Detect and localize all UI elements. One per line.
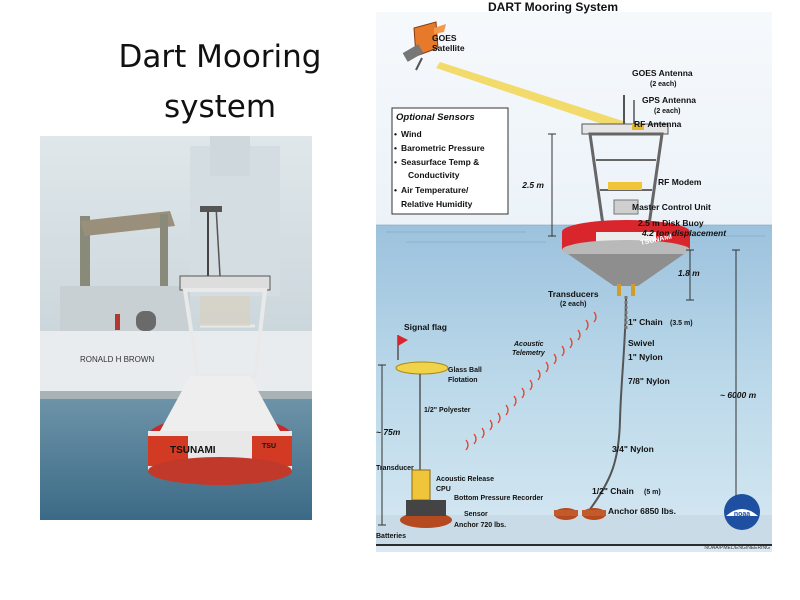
satellite-sub: Satellite: [432, 43, 465, 53]
label-flotation: Flotation: [448, 377, 478, 384]
photo-buoy-label: TSUNAMI: [170, 445, 216, 456]
label-disk-buoy: 2.5 m Disk Buoy: [638, 218, 704, 228]
noaa-logo: noaa: [724, 494, 760, 530]
label-master-control: Master Control Unit: [632, 202, 711, 212]
label-depth-75: ~ 75m: [376, 427, 401, 437]
label-displacement: 4.2 ton displacement: [641, 228, 727, 238]
label-chain-bottom: 1/2" Chain: [592, 486, 634, 496]
diagram-credit: NOAA/PMEL/ENGINEERING: [704, 545, 770, 551]
label-goes-antenna-count: (2 each): [650, 81, 676, 88]
label-batteries: Batteries: [376, 533, 406, 540]
label-transducers: Transducers: [548, 289, 599, 299]
mooring-diagram-graphic: DART Mooring System GOES Satellite Optio…: [376, 0, 772, 552]
diagram-sea: [376, 225, 772, 545]
noaa-logo-text: noaa: [734, 511, 750, 518]
label-glass-ball: Glass Ball: [448, 367, 482, 374]
label-swivel: Swivel: [628, 338, 654, 348]
label-telemetry: Telemetry: [512, 350, 546, 357]
label-polyester: 1/2" Polyester: [424, 407, 471, 414]
label-depth-18: 1.8 m: [678, 268, 700, 278]
label-chain-top-size: (3.5 m): [670, 320, 693, 327]
label-anchor-main: Anchor 6850 lbs.: [608, 506, 676, 516]
dart-mooring-diagram: DART Mooring System GOES Satellite Optio…: [376, 0, 772, 552]
buoy-photo-graphic: RONALD H BROWN TSUNAMI TSU: [40, 136, 312, 520]
label-acoustic: Acoustic: [513, 341, 544, 348]
label-transducer: Transducer: [376, 465, 414, 472]
label-chain-top: 1" Chain: [628, 317, 663, 327]
label-transducers-count: (2 each): [560, 301, 586, 308]
sensor-bullet-3: •: [394, 157, 397, 167]
sensor-bullet-2: •: [394, 143, 397, 153]
slide-title: Dart Mooring system: [60, 32, 380, 132]
diagram-title: DART Mooring System: [488, 0, 618, 14]
label-bpr: Bottom Pressure Recorder: [454, 495, 543, 502]
sensor-item-conductivity: Conductivity: [408, 170, 460, 180]
label-gps-antenna: GPS Antenna: [642, 95, 696, 105]
buoy-photo: RONALD H BROWN TSUNAMI TSU: [40, 136, 312, 520]
sensor-item-seasurface: Seasurface Temp &: [401, 157, 479, 167]
sensor-item-humidity: Relative Humidity: [401, 199, 473, 209]
sensor-bullet-1: •: [394, 129, 397, 139]
label-rf-antenna: RF Antenna: [634, 119, 682, 129]
sensor-bullet-4: •: [394, 185, 397, 195]
ship-name: RONALD H BROWN: [80, 355, 154, 364]
photo-buoy-label-side: TSU: [262, 443, 276, 450]
label-height-tower: 2.5 m: [521, 180, 544, 190]
label-anchor-bpr: Anchor 720 lbs.: [454, 522, 506, 529]
label-sensor: Sensor: [464, 511, 488, 518]
label-gps-antenna-count: (2 each): [654, 108, 680, 115]
label-goes-antenna: GOES Antenna: [632, 68, 693, 78]
satellite-name: GOES: [432, 33, 457, 43]
label-nylon-34: 3/4" Nylon: [612, 444, 654, 454]
label-depth-total: ~ 6000 m: [720, 390, 757, 400]
sensor-item-wind: Wind: [401, 129, 422, 139]
label-cpu: CPU: [436, 486, 451, 493]
sensor-item-barometric: Barometric Pressure: [401, 143, 485, 153]
label-rf-modem: RF Modem: [658, 177, 702, 187]
label-acoustic-release: Acoustic Release: [436, 476, 494, 483]
label-nylon-1: 1" Nylon: [628, 352, 663, 362]
label-signal-flag: Signal flag: [404, 322, 447, 332]
optional-sensors-heading: Optional Sensors: [396, 112, 475, 123]
sensor-item-air-temp: Air Temperature/: [401, 185, 469, 195]
label-nylon-78: 7/8" Nylon: [628, 376, 670, 386]
label-chain-bottom-size: (5 m): [644, 489, 661, 496]
